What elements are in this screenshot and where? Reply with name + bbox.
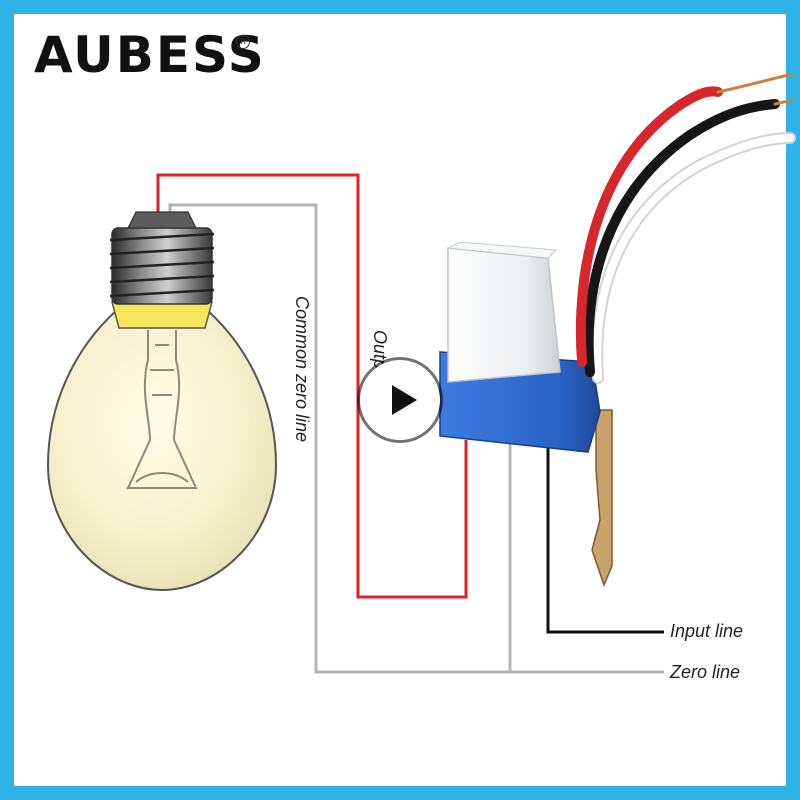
common-zero-line-label: Common zero line — [292, 296, 312, 443]
input-line — [546, 445, 664, 634]
bulb-neck — [111, 301, 213, 329]
mounting-bracket — [583, 409, 613, 588]
registered-mark: R — [236, 35, 250, 49]
common-zero-line — [168, 203, 510, 674]
play-icon — [360, 360, 440, 440]
zero-line-label: Zero line — [670, 662, 741, 682]
black-cable — [583, 99, 780, 377]
input-line-label: Input line — [670, 621, 744, 641]
sensor-cap — [447, 247, 561, 383]
zero-line — [508, 440, 664, 674]
bulb-filament — [126, 330, 198, 489]
video-play-button[interactable] — [357, 357, 443, 443]
live-wire-line — [156, 173, 468, 599]
sensor-cables — [575, 72, 796, 384]
bulb-screw-base — [109, 211, 215, 305]
white-cable — [591, 132, 796, 384]
bulb-glass — [46, 309, 278, 592]
light-bulb — [46, 211, 278, 592]
wiring-lines — [156, 173, 664, 674]
photocell-sensor — [439, 241, 613, 588]
brand-logo: AUBESS — [34, 26, 266, 84]
red-cable — [575, 86, 723, 367]
